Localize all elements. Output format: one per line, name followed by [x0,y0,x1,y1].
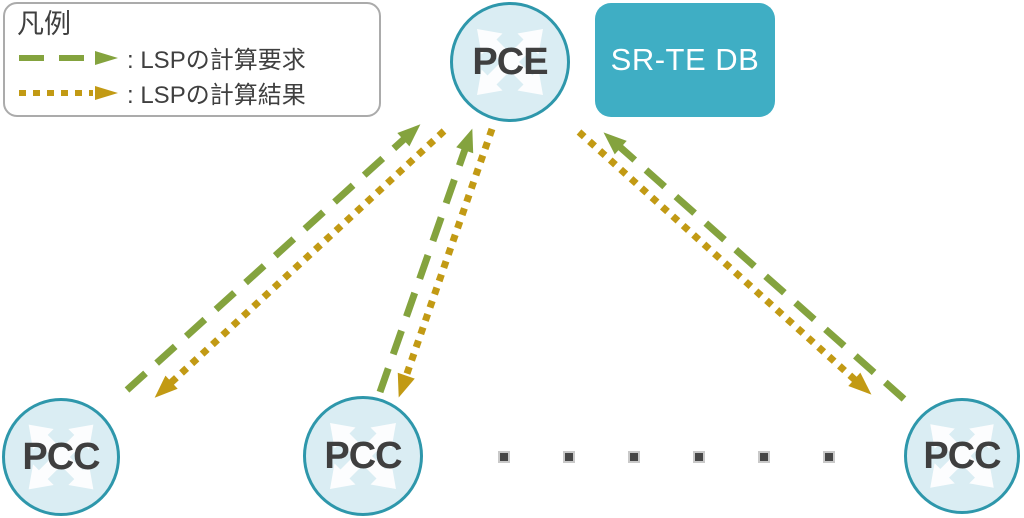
node-pcc-left: PCC [2,398,120,516]
legend-item-result: : LSPの計算結果 [17,75,369,110]
node-pcc-middle: PCC [303,396,423,516]
edge-request-pcc-left-to-pce [124,124,421,393]
legend-item-request-label: : LSPの計算要求 [127,47,306,75]
ellipsis-dot [823,450,835,463]
edge-result-pce-to-pcc-right [576,129,872,395]
dotted-arrow-icon [19,85,118,100]
edge-request-pcc-middle-to-pce [376,128,474,394]
node-pcc-left-label: PCC [22,435,100,478]
ellipsis-dot [628,450,640,463]
legend-title: 凡例 [17,9,71,39]
node-pcc-right-label: PCC [923,434,1001,477]
legend-item-request: : LSPの計算要求 [17,40,369,75]
edge-result-pce-to-pcc-middle [397,127,496,398]
ellipsis-dot [563,450,575,463]
node-pcc-right: PCC [904,398,1020,514]
legend-item-result-label: : LSPの計算結果 [127,82,306,110]
ellipsis-dot [498,450,510,463]
edge-result-pce-to-pcc-left [154,128,447,398]
node-pcc-middle-label: PCC [324,434,402,477]
node-pce: PCE [450,2,570,122]
srte-db-label: SR-TE DB [610,42,760,77]
dashed-arrow-icon [19,50,118,65]
ellipsis-row [498,448,835,465]
edge-request-pcc-right-to-pce [603,132,907,402]
legend-box: 凡例 : LSPの計算要求 : LSPの計算結果 [3,2,381,117]
ellipsis-dot [758,450,770,463]
node-pce-label: PCE [472,40,548,83]
srte-db-box: SR-TE DB [595,3,775,117]
ellipsis-dot [693,450,705,463]
